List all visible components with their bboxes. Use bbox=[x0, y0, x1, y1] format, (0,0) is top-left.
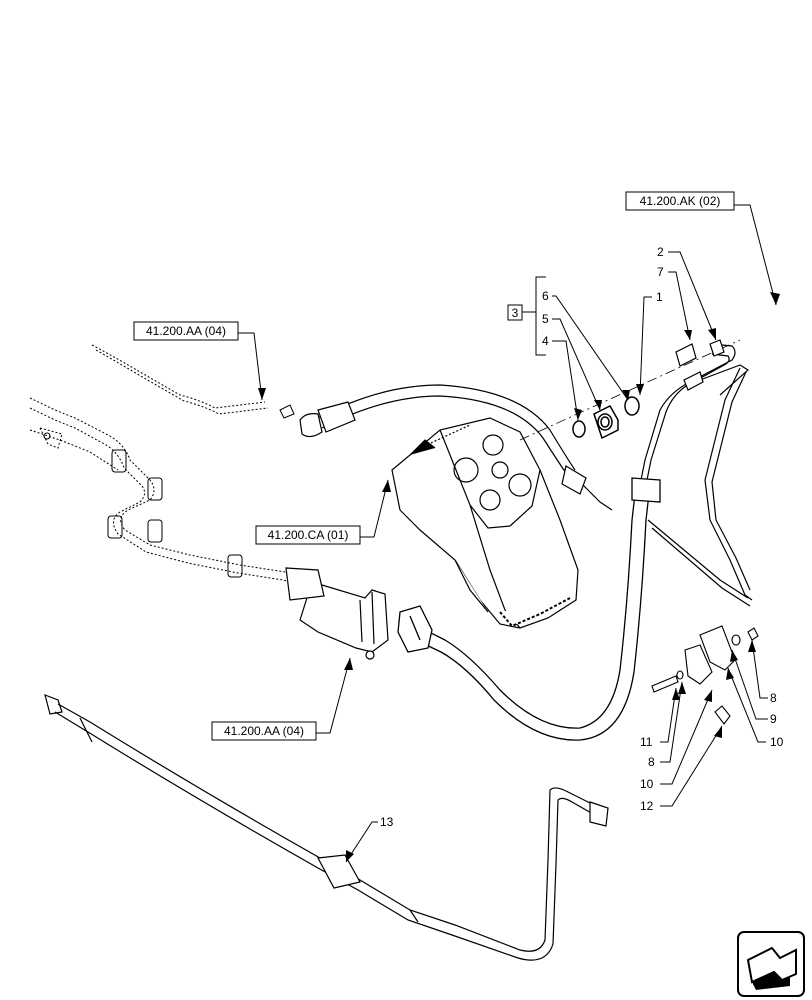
callout-10-right: 10 bbox=[770, 735, 784, 749]
callout-12: 12 bbox=[640, 799, 654, 813]
callout-4: 4 bbox=[542, 334, 549, 348]
callout-2: 2 bbox=[657, 245, 664, 259]
callout-11: 11 bbox=[640, 735, 653, 749]
svg-text:41.200.AK (02): 41.200.AK (02) bbox=[640, 194, 721, 208]
fittings-4-5-6 bbox=[572, 396, 640, 440]
svg-text:41.200.AA (04): 41.200.AA (04) bbox=[224, 724, 304, 738]
callout-7: 7 bbox=[657, 265, 664, 279]
next-page-arrow-icon[interactable] bbox=[737, 931, 805, 997]
reference-box-aa04-bottom[interactable]: 41.200.AA (04) bbox=[211, 657, 353, 741]
reference-box-ca01[interactable]: 41.200.CA (01) bbox=[255, 479, 391, 545]
steering-unit bbox=[391, 417, 579, 629]
callout-1: 1 bbox=[656, 290, 663, 304]
lower-hose bbox=[44, 694, 609, 961]
clamp-parts bbox=[651, 625, 759, 725]
reference-box-ak02[interactable]: 41.200.AK (02) bbox=[625, 191, 780, 306]
callout-5: 5 bbox=[542, 312, 549, 326]
callout-arrowheads bbox=[346, 328, 756, 862]
group-box-3: 3 bbox=[507, 276, 546, 356]
callout-9: 9 bbox=[770, 712, 777, 726]
background-tubing bbox=[29, 344, 311, 587]
callout-13: 13 bbox=[380, 815, 394, 829]
svg-text:3: 3 bbox=[512, 306, 519, 320]
mounting-bracket bbox=[285, 567, 389, 660]
reference-box-aa04-top[interactable]: 41.200.AA (04) bbox=[133, 321, 266, 401]
main-hose bbox=[397, 477, 661, 741]
upper-hose bbox=[299, 384, 613, 511]
callout-8-left: 8 bbox=[648, 755, 655, 769]
small-fitting bbox=[279, 404, 295, 419]
background-clamps bbox=[43, 432, 243, 578]
rigid-pipe bbox=[639, 339, 753, 607]
callout-10-left: 10 bbox=[640, 777, 654, 791]
callout-6: 6 bbox=[542, 289, 549, 303]
callout-8-right: 8 bbox=[770, 691, 777, 705]
callouts bbox=[345, 251, 768, 863]
svg-text:41.200.AA (04): 41.200.AA (04) bbox=[146, 324, 226, 338]
svg-text:41.200.CA (01): 41.200.CA (01) bbox=[268, 528, 349, 542]
callout-numbers: 1 2 7 6 5 4 8 9 10 11 8 10 12 13 bbox=[380, 245, 784, 829]
